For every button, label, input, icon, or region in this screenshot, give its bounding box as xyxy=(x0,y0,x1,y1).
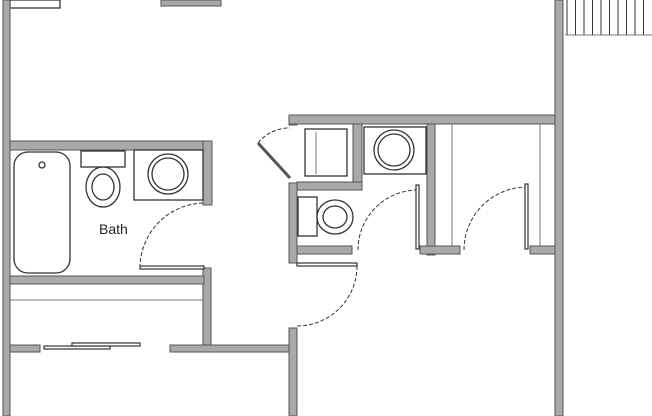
central-wall-upper xyxy=(288,182,298,264)
toilet-seat xyxy=(91,173,115,201)
right-outer-wall xyxy=(554,0,564,416)
closet-bottom-wall-mid xyxy=(419,245,461,255)
closet-divider-wall xyxy=(426,123,436,256)
bifold-door[interactable] xyxy=(256,141,292,180)
bath-right-wall-upper xyxy=(202,140,213,206)
wc-door-swing xyxy=(357,189,419,251)
bifold-door-swing xyxy=(257,127,291,144)
toilet-seat-2 xyxy=(322,205,348,229)
bathtub xyxy=(13,151,71,274)
tub-drain-icon xyxy=(38,161,46,169)
wc-door[interactable] xyxy=(415,184,420,250)
sink-inner-2 xyxy=(377,133,411,167)
sliding-door-2 xyxy=(71,342,141,347)
room-door[interactable] xyxy=(296,262,358,267)
lower-wall-mid xyxy=(169,344,292,353)
bath-bottom-wall xyxy=(9,275,205,285)
fixture-fragment xyxy=(160,0,222,7)
closet-bottom-wall-right xyxy=(529,245,556,255)
toilet-tank-2 xyxy=(297,196,318,237)
bath-top-wall xyxy=(9,140,213,151)
room-door-swing xyxy=(296,265,358,327)
walls xyxy=(2,0,564,416)
left-outer-wall xyxy=(2,0,11,416)
lower-wall-left xyxy=(9,344,41,353)
room-label-bath: Bath xyxy=(99,221,128,237)
sink-inner xyxy=(151,157,185,191)
closet-door[interactable] xyxy=(524,183,529,250)
central-wall-lower xyxy=(288,327,298,416)
bath-door[interactable] xyxy=(139,265,205,270)
counter-fragment xyxy=(9,0,61,9)
bath-door-swing xyxy=(139,202,206,269)
stairs xyxy=(565,0,652,36)
shower-side-wall xyxy=(352,123,363,191)
toilet-tank xyxy=(80,150,126,168)
shower-bottom-wall xyxy=(296,181,363,191)
wc-bottom-wall xyxy=(296,245,353,255)
shower-stall xyxy=(304,128,348,177)
closet-door-swing xyxy=(463,186,528,251)
right-block-top-wall xyxy=(288,114,558,125)
